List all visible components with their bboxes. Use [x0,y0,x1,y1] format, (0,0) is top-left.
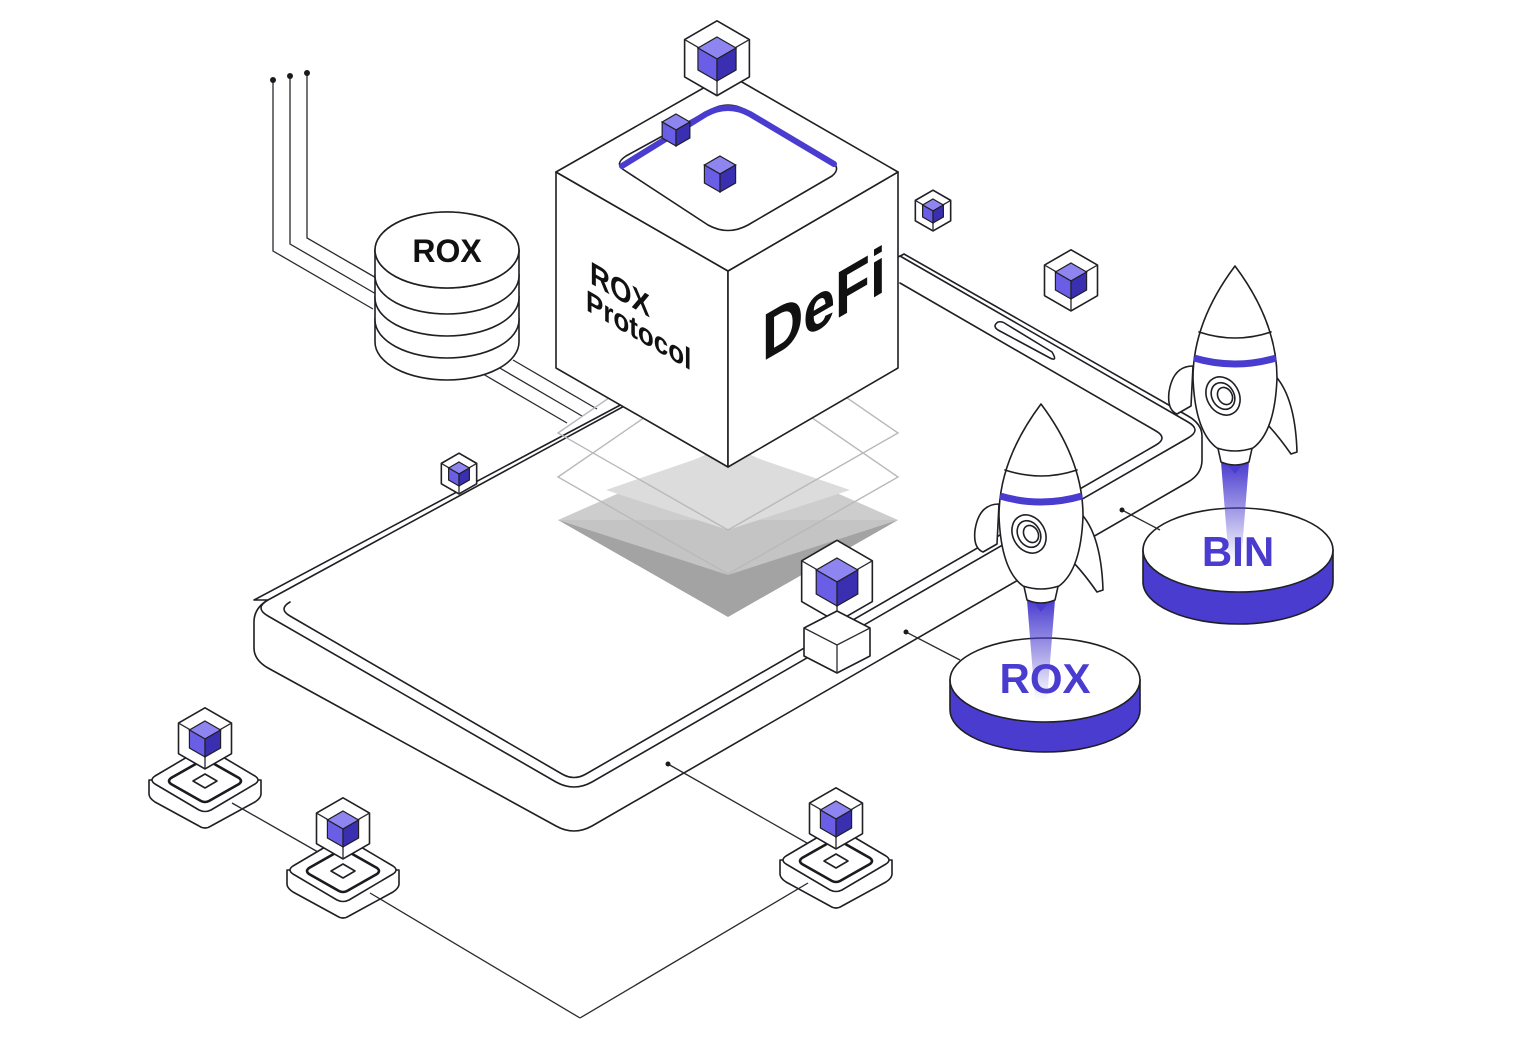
cube-right [675,120,691,148]
cube-right [716,46,737,83]
database-label: ROX [412,233,482,269]
cube-right [835,808,853,839]
rocket-bin [1167,265,1298,562]
wire-terminal-dot [270,77,276,83]
cube-right [836,568,859,608]
rocket-fin-left [1167,365,1194,415]
node-left [148,706,262,829]
rocket-window [1011,514,1047,554]
rocket-band [1193,354,1277,368]
node-cube [177,706,233,770]
cube-right [342,818,360,849]
cube-pedestal [803,610,871,674]
database-top [374,211,520,289]
node-cube [808,786,864,850]
cube-right [458,466,470,488]
node-right [779,786,893,909]
node-cube [315,796,371,860]
rocket-flame [1221,462,1249,562]
floating-cube-right-small [914,189,952,232]
floating-cube-left [440,452,478,495]
tray-cube-center [703,155,737,194]
floating-cube-right [1043,248,1099,312]
node-middle [286,796,400,919]
cube-right [932,203,944,225]
layer-light [606,448,850,530]
tray-cube-small [660,113,692,148]
floating-cube-top [683,20,751,97]
wire-terminal-dot [304,70,310,76]
tray-accent-rail [619,105,837,169]
cube-right [1070,270,1088,301]
rocket-flame [1027,600,1055,700]
node-wires [231,802,809,1019]
layer-outline [556,359,900,575]
board-to-node-wire [667,763,815,848]
board-cube [800,539,874,623]
rocket-band [999,492,1083,506]
connector-wires [270,70,598,424]
rocket-window [1205,376,1241,416]
rocket-rox [973,403,1104,700]
database-stack: ROX [374,211,520,381]
cube-right [719,163,737,194]
rocket-fin-left [973,503,1000,553]
wire-terminal-dot [287,73,293,79]
cube-right [204,728,222,759]
